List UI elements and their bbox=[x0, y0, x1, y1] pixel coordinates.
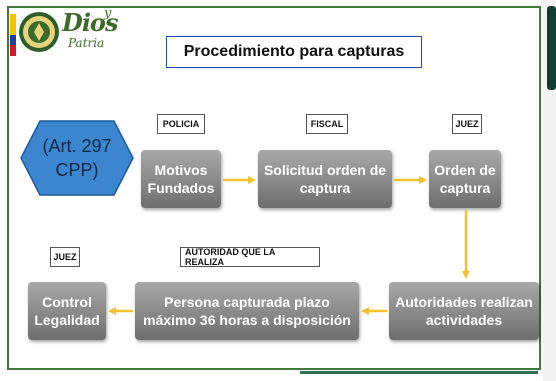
police-emblem-icon bbox=[19, 12, 59, 52]
tag-autoridad: AUTORIDAD QUE LA REALIZA bbox=[180, 247, 320, 267]
side-strip bbox=[543, 0, 556, 381]
box-control-legalidad: Control Legalidad bbox=[28, 282, 106, 340]
box-orden-captura: Orden de captura bbox=[429, 150, 501, 208]
box-persona-capturada: Persona capturada plazo máximo 36 horas … bbox=[135, 282, 359, 340]
box-solicitud-orden: Solicitud orden de captura bbox=[258, 150, 392, 208]
brand-word-y: y bbox=[104, 6, 112, 21]
box-motivos-fundados: Motivos Fundados bbox=[141, 150, 221, 208]
tag-juez-top: JUEZ bbox=[452, 114, 482, 134]
tag-juez-bottom: JUEZ bbox=[50, 247, 80, 267]
article-hexagon-label: (Art. 297 CPP) bbox=[42, 136, 112, 180]
article-hexagon bbox=[20, 120, 134, 196]
tag-policia: POLICIA bbox=[157, 114, 205, 134]
tag-fiscal: FISCAL bbox=[306, 114, 348, 134]
brand-word-patria: Patria bbox=[68, 36, 105, 50]
brand-word-dios: Dios bbox=[62, 8, 118, 37]
side-strip-bar bbox=[547, 6, 556, 90]
page-title: Procedimiento para capturas bbox=[166, 36, 422, 68]
colombia-flag-icon bbox=[10, 14, 16, 56]
bottom-accent-line bbox=[300, 371, 538, 374]
box-autoridades-realizan: Autoridades realizan actividades bbox=[389, 282, 539, 340]
